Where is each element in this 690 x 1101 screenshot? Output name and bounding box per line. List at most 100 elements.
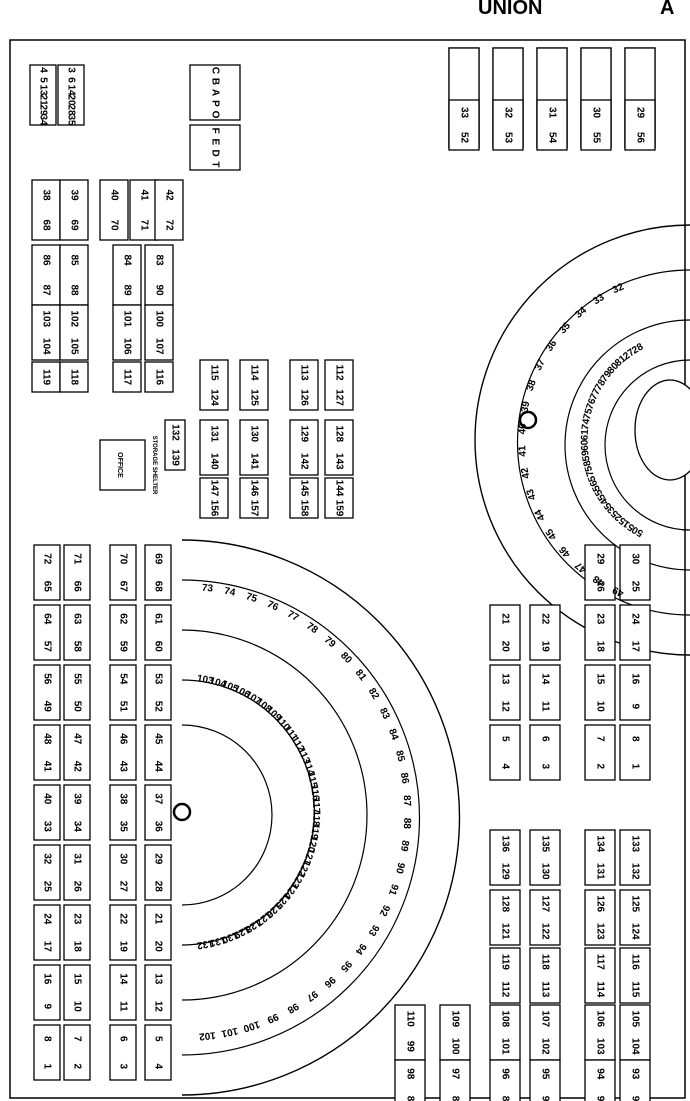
upper-fan-plot-number[interactable]: 44 [533, 507, 548, 522]
lower-fan-inner-plot-number[interactable]: 118 [310, 810, 322, 827]
lower-fan-plot-number[interactable]: 75 [244, 591, 258, 605]
upper-fan-plot-number[interactable]: 36 [544, 338, 560, 354]
lower-fan-inner-plot-number[interactable]: 119 [308, 823, 321, 841]
lower-fan-plot-number[interactable]: 87 [401, 795, 413, 807]
plot-block-lower-right-36[interactable]: 9491 [584, 1059, 616, 1101]
lower-fan-plot-number[interactable]: 92 [377, 903, 392, 918]
lower-fan-inner-plot-number[interactable]: 114 [301, 758, 317, 777]
lower-fan-inner-plot-number[interactable]: 120 [305, 835, 320, 854]
lower-fan-plot-number[interactable]: 74 [223, 586, 237, 599]
upper-fan-plot-number[interactable]: 45 [544, 526, 560, 542]
upper-fan-plot-number[interactable]: 49 [610, 584, 625, 599]
lower-fan-plot-number[interactable]: 80 [338, 650, 354, 666]
upper-fan-plot-number[interactable]: 37 [533, 357, 548, 372]
lower-fan-plot-number[interactable]: 96 [321, 974, 337, 990]
lower-fan-plot-number[interactable]: 73 [201, 582, 214, 594]
plot-block-left-13[interactable]: 119 [31, 361, 61, 393]
lower-fan-plot-number[interactable]: 91 [386, 882, 400, 897]
lower-fan-inner-plot-number[interactable]: 103 [196, 673, 215, 687]
lower-fan-plot-number[interactable]: 94 [352, 941, 368, 957]
upper-fan-inner-plot-number[interactable]: 57 [584, 468, 598, 483]
lower-fan-plot-number[interactable]: 102 [198, 1029, 216, 1042]
lower-fan-plot-number[interactable]: 79 [322, 635, 338, 651]
lower-fan-plot-number[interactable]: 83 [377, 706, 392, 721]
plot-block-left-15[interactable]: 117 [112, 361, 142, 393]
lower-fan-plot-number[interactable]: 100 [241, 1018, 261, 1034]
plot-block-lower-33[interactable]: 72 [63, 1024, 91, 1081]
upper-fan-plot-number[interactable]: 46 [557, 543, 573, 559]
plot-block-lower-right-12[interactable]: 72 [584, 724, 616, 781]
upper-fan-inner-plot-number[interactable]: 28 [630, 341, 646, 356]
lower-fan-plot-number[interactable]: 90 [393, 861, 406, 875]
lower-fan-plot-number[interactable]: 81 [353, 668, 369, 684]
lower-fan-plot-number[interactable]: 89 [398, 839, 411, 852]
plot-block-lower-right-33[interactable]: 9788 [439, 1059, 471, 1101]
lower-fan-plot-number[interactable]: 98 [285, 1000, 301, 1015]
upper-fan-inner-plot-number[interactable]: 74 [580, 418, 593, 431]
lower-fan-inner-plot-number[interactable]: 132 [196, 937, 215, 951]
upper-fan-inner-plot-number[interactable]: 61 [579, 429, 591, 441]
lower-fan-plot-number[interactable]: 97 [304, 988, 320, 1004]
plot-block-lower-right-11[interactable]: 63 [529, 724, 561, 781]
lower-fan-plot-number[interactable]: 95 [338, 958, 354, 974]
plot-block-lower-34[interactable]: 63 [109, 1024, 137, 1081]
lower-fan-plot-number[interactable]: 86 [398, 772, 411, 785]
lower-fan-plot-number[interactable]: 99 [265, 1010, 280, 1025]
upper-fan-inner-plot-number[interactable]: 75 [582, 407, 595, 421]
upper-fan-plot-number[interactable]: 42 [519, 466, 532, 479]
lower-fan-inner-plot-number[interactable]: 115 [305, 771, 320, 790]
lower-fan-plot-number[interactable]: 93 [366, 922, 381, 938]
upper-fan-inner-plot-number[interactable]: 50 [630, 523, 646, 538]
upper-fan-inner-plot-number[interactable]: 58 [582, 459, 595, 473]
plot-block-lower-right-32[interactable]: 9887 [394, 1059, 426, 1101]
